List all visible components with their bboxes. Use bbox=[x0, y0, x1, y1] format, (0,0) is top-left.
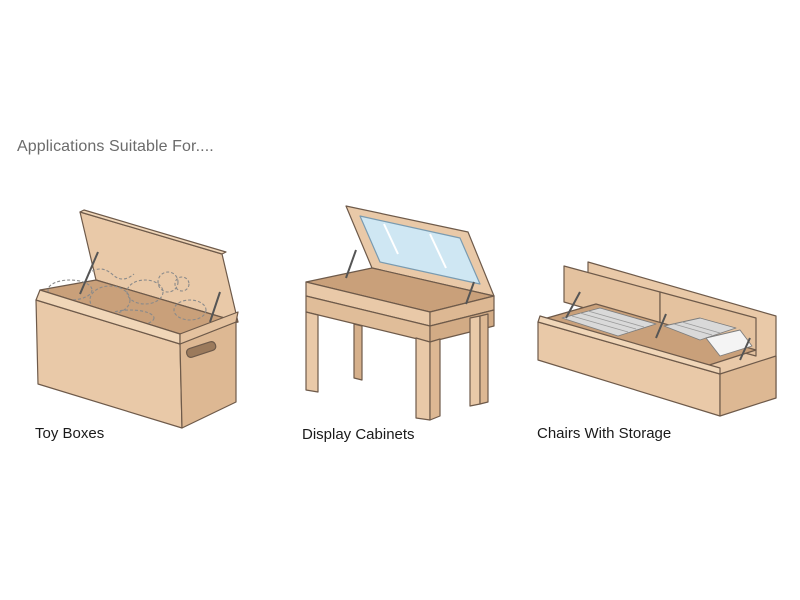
storage-bench-icon bbox=[537, 261, 777, 417]
caption-display-cabinets: Display Cabinets bbox=[302, 426, 415, 443]
caption-chairs-with-storage: Chairs With Storage bbox=[537, 425, 672, 442]
toy-box-icon bbox=[35, 209, 239, 429]
display-cabinet-icon bbox=[305, 205, 495, 421]
caption-toy-boxes: Toy Boxes bbox=[35, 425, 105, 442]
section-heading: Applications Suitable For.... bbox=[17, 138, 214, 155]
